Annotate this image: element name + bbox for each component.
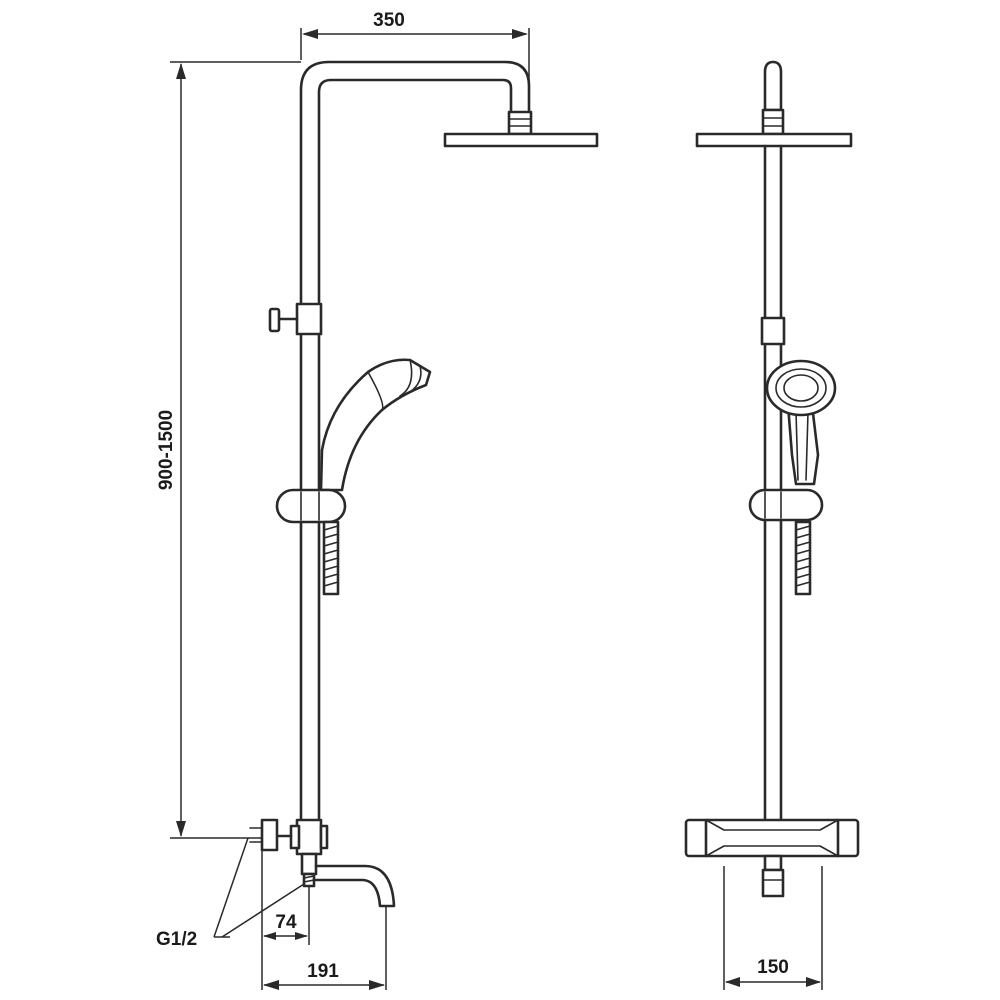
dim-head-reach-label: 350 [373,10,405,31]
hand-shower-handle [319,358,432,492]
dim-height-range: 900-1500 [156,61,301,839]
bath-spout-front [761,854,785,898]
bath-spout-assembly [249,818,396,908]
arm-top [763,60,783,112]
hand-shower-front [765,359,837,486]
dim-head-reach: 350 [300,10,530,84]
front-view: 150 [684,60,860,990]
shower-hose-front [794,520,812,596]
upper-wall-bracket [295,302,323,336]
rain-shower-head-front [695,132,853,148]
bar-valve [684,818,860,858]
riser-pipe-front [763,144,783,822]
dim-spout-offset-label: 74 [275,912,297,933]
upper-bracket-front [760,316,786,346]
dim-spout-offset: 74 [261,850,310,990]
dim-spout-reach-label: 191 [307,961,339,982]
slide-holder [275,488,347,524]
dim-valve-width-label: 150 [757,957,789,978]
side-view: 350 900-1500 G1/2 74 [156,10,599,990]
head-connector [507,110,533,136]
dim-height-range-label: 900-1500 [156,410,177,490]
lower-tee-block [295,818,323,856]
inlet-thread-label: G1/2 [156,929,197,950]
shower-hose [322,520,340,596]
dim-valve-width: 150 [723,866,823,990]
riser-pipe [299,60,531,822]
inlet-thread-callout: G1/2 [156,837,305,950]
dim-spout-reach: 191 [263,906,387,990]
bracket-knob [268,307,281,333]
bath-spout [314,864,396,908]
slide-holder-front [748,488,824,522]
head-connector-front [761,108,785,136]
rain-shower-head [443,132,599,148]
wall-inlet-nut [260,818,279,852]
